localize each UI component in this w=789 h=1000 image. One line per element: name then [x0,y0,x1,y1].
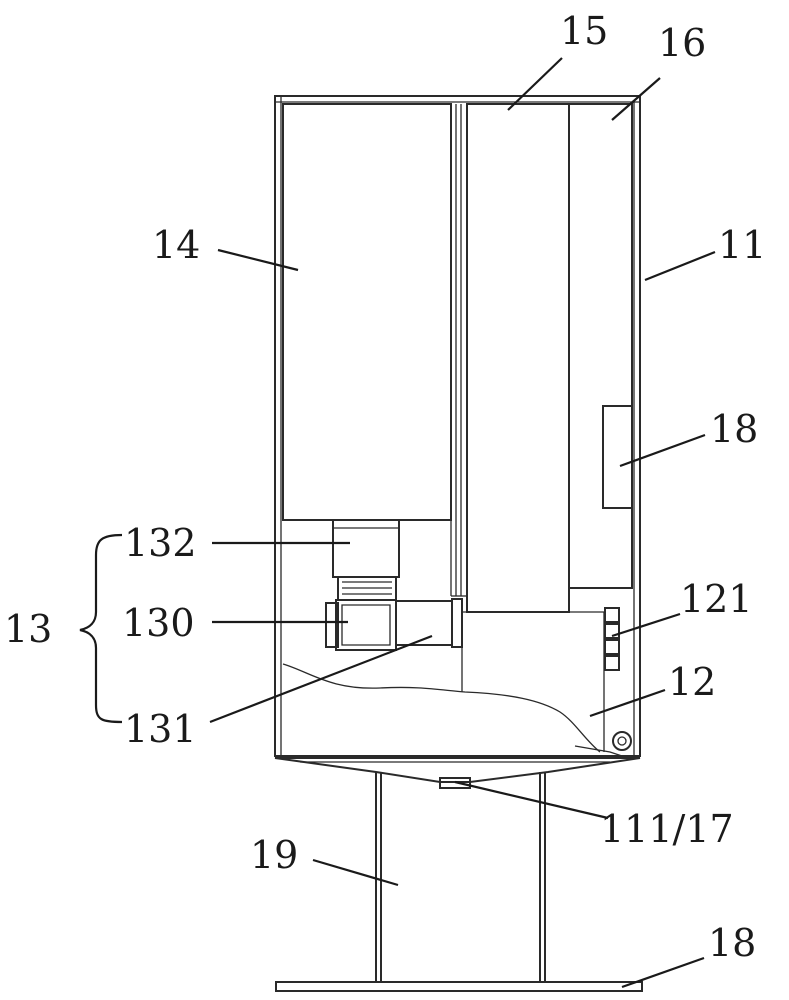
label-18-bottom: 18 [708,921,756,965]
block-16 [569,104,632,588]
label-12: 12 [668,660,716,704]
part-132 [333,520,399,577]
middle-divider [451,104,466,596]
part-131 [396,599,604,647]
label-11: 11 [718,223,766,267]
chamber-12 [283,612,628,758]
label-131: 131 [124,707,197,751]
block-18 [603,406,632,508]
labels: 15 16 14 11 18 132 13 130 121 12 131 111… [4,9,766,965]
label-111-17: 111/17 [600,807,734,851]
roller [613,732,631,750]
label-18-top: 18 [710,407,758,451]
base-plate [276,982,642,991]
stand-19 [376,772,545,982]
label-130: 130 [122,601,195,645]
housing [275,96,640,756]
label-132: 132 [124,521,197,565]
label-14: 14 [152,223,200,267]
part-121 [605,608,619,670]
label-19: 19 [250,833,298,877]
block-14 [283,104,451,520]
block-15 [467,104,569,612]
label-121: 121 [680,577,753,621]
part-130 [326,577,396,650]
label-15: 15 [560,9,608,53]
label-13: 13 [4,607,52,651]
brace-13 [80,535,122,722]
label-16: 16 [658,21,706,65]
